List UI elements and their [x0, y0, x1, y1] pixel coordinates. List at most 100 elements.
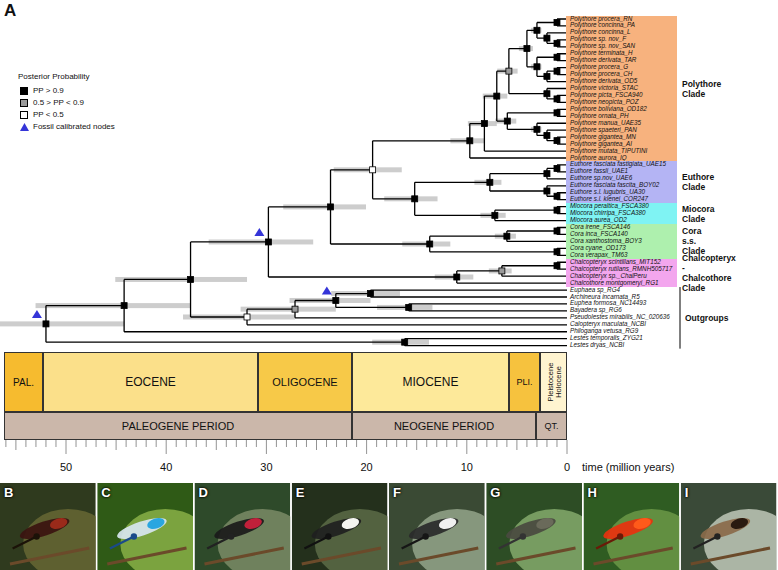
tick-mark	[476, 440, 477, 447]
phylogeny	[0, 19, 567, 346]
clade-label: Outgroups	[685, 313, 728, 323]
tick-mark	[45, 440, 46, 447]
pp-square	[554, 193, 560, 199]
tick-mark	[556, 440, 557, 447]
pp-square	[454, 274, 460, 280]
wing	[504, 514, 558, 543]
pp-square	[506, 68, 512, 74]
photo-light	[218, 509, 291, 570]
clade-label: Euthore Clade	[682, 172, 714, 192]
clade-label: Polythore Clade	[682, 79, 721, 99]
species-name: Euthore s.l. klenei_COR247	[570, 196, 648, 203]
clade-label: Chalcopteryx - Chalcothore Clade	[682, 253, 736, 293]
tick-mark	[316, 440, 317, 450]
pp-square	[554, 138, 560, 144]
species-name: Cora inca_FSCA140	[570, 231, 628, 238]
wing	[18, 514, 72, 543]
hpd-bar	[543, 36, 550, 41]
legend-text: PP < 0.5	[33, 110, 64, 119]
tick-mark	[446, 440, 447, 447]
species-name: Chalcothore montgomeryi_RG1	[570, 280, 659, 287]
tick-mark	[496, 440, 497, 447]
tick-mark	[276, 440, 277, 447]
pp-square	[412, 196, 418, 202]
species-name: Polythore derivata_OD5	[570, 78, 637, 85]
species-name: Polythore victoria_STAC	[570, 85, 638, 92]
photo-panel	[292, 483, 388, 570]
clade-band: Polythore procera_RNPolythore concinna_P…	[566, 16, 677, 162]
tick-mark	[106, 440, 107, 447]
legend-text: 0.5 > PP < 0.9	[33, 98, 84, 107]
species-name: Euphaea sp_RG4	[570, 287, 620, 294]
wing	[309, 514, 363, 543]
photo-panel	[584, 483, 680, 570]
tick-mark	[516, 440, 517, 450]
pp-square	[554, 96, 560, 102]
pp-square	[487, 179, 493, 185]
tick-mark	[35, 440, 36, 447]
photo-panel	[389, 483, 485, 570]
tick-mark	[196, 440, 197, 447]
tick-mark	[216, 440, 217, 450]
wing-spot	[49, 516, 69, 531]
tick-mark	[326, 440, 327, 447]
abdomen	[207, 537, 231, 549]
tick-mark	[546, 440, 547, 447]
species-name: Cora irene_FSCA146	[570, 224, 630, 231]
wing	[115, 514, 169, 543]
tick-mark	[186, 440, 187, 447]
tick-mark	[567, 440, 568, 454]
fossil-triangle	[20, 123, 29, 131]
fossil-triangle	[32, 310, 42, 318]
species-name: Chalcopteryx sp._ChalPeru	[570, 273, 647, 280]
time-label: EOCENE	[125, 375, 176, 389]
photo-light	[23, 509, 96, 570]
species-name: Polythore procera_CH	[570, 71, 632, 78]
period-box: QT.	[536, 412, 567, 440]
tick-mark	[86, 440, 87, 447]
outgroup-bracket	[680, 287, 681, 349]
wing-spot	[535, 516, 555, 531]
species-name: Euthore fasciata fascita_BOY02	[570, 182, 659, 189]
clade-band: Cora irene_FSCA146Cora inca_FSCA140Cora …	[566, 224, 677, 259]
species-name: Polythore procera_RN	[570, 16, 632, 23]
epoch-box: PleistoceneHolocene	[540, 352, 567, 412]
axis-tick-label: 40	[160, 461, 172, 473]
wing	[407, 514, 461, 543]
tick-mark	[336, 440, 337, 447]
thorax	[131, 533, 137, 539]
species-name: Miocora peraltica_FSCA380	[570, 203, 649, 210]
photo-light	[607, 509, 680, 570]
pp-square	[494, 93, 500, 99]
thorax	[228, 533, 234, 539]
clade-band: Euthore fasciata fastigiata_UAE15Euthore…	[566, 161, 677, 203]
clade-label: Miocora Clade	[682, 204, 715, 224]
time-ticks	[6, 440, 567, 454]
pp-square	[121, 303, 127, 309]
panel-letter: H	[588, 485, 597, 500]
twig	[594, 548, 673, 564]
pp-square	[544, 35, 550, 41]
species-name: Archineura incarnata_R5	[570, 294, 640, 301]
thorax	[617, 533, 623, 539]
abdomen	[110, 537, 134, 549]
species-name: Lestes temporalis_ZYG21	[570, 335, 643, 342]
tick-mark	[96, 440, 97, 447]
species-name: Polythore procera_G	[570, 64, 628, 71]
tick-mark	[256, 440, 257, 447]
thorax	[33, 533, 39, 539]
tick-mark	[506, 440, 507, 447]
pp-square	[499, 268, 505, 274]
epoch-box: MIOCENE	[352, 352, 509, 412]
legend-swatch	[20, 87, 28, 95]
species-name: Euthore fasciata fastigiata_UAE15	[570, 161, 666, 168]
tick-mark	[306, 440, 307, 447]
legend-text: PP > 0.9	[33, 86, 64, 95]
pp-square	[406, 304, 412, 310]
tick-mark	[136, 440, 137, 447]
abdomen	[13, 537, 37, 549]
tick-mark	[266, 440, 267, 454]
legend-row: PP < 0.5	[20, 110, 64, 119]
tick-mark	[376, 440, 377, 447]
tick-mark	[526, 440, 527, 447]
